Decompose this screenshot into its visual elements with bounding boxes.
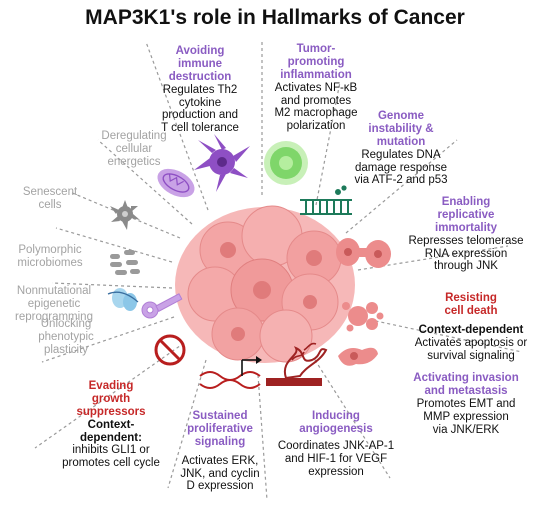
proliferative-desc-1: Activates ERK, bbox=[181, 454, 259, 467]
immortality-heading-2: replicative bbox=[437, 208, 495, 221]
plasticity-line-3: plasticity bbox=[43, 343, 89, 356]
immortality-desc-2: RNA expression bbox=[424, 247, 508, 260]
dna-icon bbox=[300, 185, 352, 215]
genome-hallmark: Genome instability & mutation Regulates … bbox=[342, 110, 460, 187]
angiogenesis-heading-1: Inducing bbox=[312, 410, 360, 422]
inflammation-desc-4: polarization bbox=[286, 120, 346, 133]
growth-heading-3: suppressors bbox=[76, 405, 146, 418]
page-title: MAP3K1's role in Hallmarks of Cancer bbox=[85, 6, 465, 29]
dividing-cell-icon bbox=[336, 238, 391, 268]
genome-desc-1: Regulates DNA bbox=[361, 148, 441, 161]
proliferative-heading-1: Sustained bbox=[192, 410, 248, 422]
growth-heading-2: growth bbox=[91, 392, 131, 405]
growth-desc-2: promotes cell cycle bbox=[62, 457, 160, 470]
blood-vessel-icon bbox=[266, 342, 328, 386]
senescent-cell-icon bbox=[110, 200, 140, 230]
angiogenesis-hallmark: Inducing angiogenesis Coordinates JNK-AP… bbox=[274, 410, 398, 478]
immune-hallmark: Avoiding immune destruction Regulates Th… bbox=[152, 45, 248, 135]
epigenetic-line-2: epigenetic bbox=[27, 297, 81, 310]
immune-heading-2: immune bbox=[177, 57, 223, 70]
apoptotic-cell-icon bbox=[342, 302, 384, 332]
proliferative-hallmark: Sustained proliferative signaling Activa… bbox=[170, 410, 270, 493]
plasticity-hallmark: Unlocking phenotypic plasticity bbox=[14, 318, 118, 357]
cell-death-heading-2: cell death bbox=[444, 304, 498, 317]
dendritic-cell-icon bbox=[194, 134, 250, 192]
senescent-hallmark: Senescent cells bbox=[18, 186, 82, 212]
cell-death-desc-1: Activates apoptosis or bbox=[414, 336, 528, 349]
invasion-hallmark: Activating invasion and metastasis Promo… bbox=[396, 372, 536, 436]
immune-desc-4: T cell tolerance bbox=[161, 122, 239, 135]
cell-death-heading-1: Resisting bbox=[445, 292, 497, 304]
inflammation-heading-2: promoting bbox=[287, 55, 345, 68]
epigenetic-line-1: Nonmutational bbox=[16, 285, 92, 297]
angiogenesis-desc-3: expression bbox=[308, 465, 364, 478]
epigenetic-hallmark: Nonmutational epigenetic reprogramming bbox=[2, 285, 106, 324]
epigenetic-line-3: reprogramming bbox=[15, 310, 93, 323]
immortality-heading-1: Enabling bbox=[441, 196, 491, 208]
migrating-cell-icon bbox=[338, 347, 378, 366]
invasion-desc-2: MMP expression bbox=[423, 410, 509, 423]
inflammation-desc-3: M2 macrophage bbox=[274, 107, 358, 120]
proliferative-desc-3: D expression bbox=[186, 480, 254, 493]
genome-heading-1: Genome bbox=[377, 110, 424, 122]
microbiomes-line-1: Polymorphic bbox=[18, 244, 82, 256]
energetics-line-2: cellular bbox=[115, 142, 153, 155]
immune-desc-3: production and bbox=[161, 109, 239, 122]
immune-desc-1: Regulates Th2 bbox=[162, 83, 238, 96]
invasion-heading-2: and metastasis bbox=[424, 384, 508, 397]
genome-heading-2: instability & bbox=[368, 122, 434, 135]
genome-desc-2: damage response bbox=[354, 161, 448, 174]
energetics-line-1: Deregulating bbox=[101, 130, 167, 142]
inflammation-desc-2: and promotes bbox=[280, 94, 352, 107]
immune-desc-2: cytokine bbox=[178, 96, 222, 109]
senescent-line-2: cells bbox=[38, 198, 62, 211]
angiogenesis-desc-1: Coordinates JNK-AP-1 bbox=[277, 439, 395, 452]
macrophage-icon bbox=[264, 141, 308, 185]
cell-death-desc-2: survival signaling bbox=[427, 349, 515, 362]
bacteria-icon bbox=[110, 250, 140, 275]
growth-note-1: Context- bbox=[87, 418, 135, 431]
cell-death-note: Context-dependent bbox=[418, 323, 524, 336]
proliferative-heading-2: proliferative bbox=[187, 422, 253, 435]
immortality-heading-3: immortality bbox=[435, 221, 497, 234]
growth-heading-1: Evading bbox=[88, 380, 134, 392]
microbiomes-hallmark: Polymorphic microbiomes bbox=[4, 244, 96, 270]
invasion-desc-3: via JNK/ERK bbox=[432, 423, 500, 436]
energetics-line-3: energetics bbox=[107, 155, 161, 168]
angiogenesis-desc-2: and HIF-1 for VEGF bbox=[284, 452, 388, 465]
immortality-hallmark: Enabling replicative immortality Repress… bbox=[400, 196, 532, 273]
gene-promoter-icon bbox=[199, 356, 262, 389]
chromatin-icon bbox=[107, 288, 139, 311]
growth-hallmark: Evading growth suppressors Context- depe… bbox=[52, 380, 170, 470]
genome-heading-3: mutation bbox=[376, 135, 426, 148]
invasion-heading-1: Activating invasion bbox=[413, 372, 519, 384]
immortality-desc-3: through JNK bbox=[434, 260, 498, 273]
inflammation-desc-1: Activates NF-κB bbox=[274, 81, 358, 94]
tumor-cluster-icon bbox=[175, 205, 355, 363]
immune-heading-3: destruction bbox=[168, 70, 232, 83]
cell-death-hallmark: Resisting cell death Context-dependent A… bbox=[398, 292, 544, 362]
plasticity-line-2: phenotypic bbox=[38, 330, 94, 343]
growth-note-2: dependent: bbox=[80, 431, 142, 444]
immune-heading-1: Avoiding bbox=[175, 45, 225, 57]
key-icon bbox=[141, 293, 183, 319]
stop-sign-icon bbox=[154, 334, 186, 366]
proliferative-desc-2: JNK, and cyclin bbox=[180, 467, 260, 480]
immortality-desc-1: Represses telomerase bbox=[408, 234, 524, 247]
angiogenesis-heading-2: angiogenesis bbox=[299, 422, 373, 435]
proliferative-heading-3: signaling bbox=[194, 435, 246, 448]
genome-desc-3: via ATF-2 and p53 bbox=[354, 174, 448, 187]
inflammation-heading-3: inflammation bbox=[280, 68, 352, 81]
growth-desc-1: inhibits GLI1 or bbox=[72, 444, 150, 457]
invasion-desc-1: Promotes EMT and bbox=[416, 397, 516, 410]
mitochondrion-icon bbox=[157, 168, 195, 198]
microbiomes-line-2: microbiomes bbox=[17, 256, 83, 269]
plasticity-line-1: Unlocking bbox=[40, 318, 92, 330]
inflammation-heading-1: Tumor- bbox=[296, 43, 336, 55]
inflammation-hallmark: Tumor- promoting inflammation Activates … bbox=[268, 43, 364, 133]
energetics-hallmark: Deregulating cellular energetics bbox=[84, 130, 184, 169]
senescent-line-1: Senescent bbox=[22, 186, 78, 198]
